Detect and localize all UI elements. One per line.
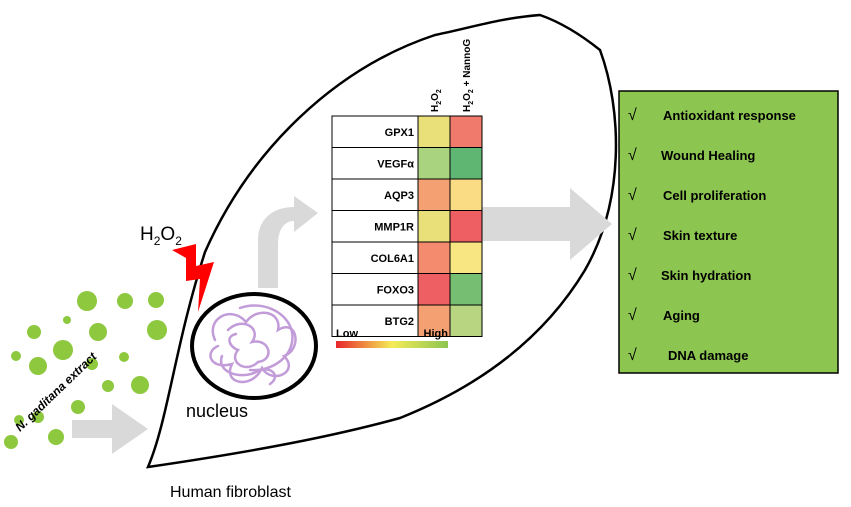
droplet — [102, 380, 114, 392]
droplet — [77, 291, 97, 311]
h2o2-label: H2O2 — [140, 224, 182, 248]
droplet — [27, 325, 41, 339]
outcome-arrow — [462, 188, 612, 260]
droplet — [53, 340, 73, 360]
heatmap-cell — [449, 178, 483, 211]
droplet — [89, 323, 107, 341]
scale-high-label: High — [424, 328, 449, 340]
color-scale-bar — [336, 341, 448, 348]
heatmap-cell — [417, 147, 451, 180]
outcome-item: Cell proliferation — [663, 188, 766, 203]
heatmap-cell — [417, 178, 451, 211]
heatmap-row-label: AQP3 — [384, 190, 414, 202]
heatmap-row-label-cell — [331, 241, 419, 274]
scale-low-label: Low — [336, 328, 358, 340]
extract-droplets — [4, 291, 167, 449]
outcome-item: Wound Healing — [661, 148, 755, 163]
heatmap-row-label: GPX1 — [385, 127, 414, 139]
heatmap-row-label: BTG2 — [385, 316, 414, 328]
check-icon: √ — [628, 147, 637, 164]
check-icon: √ — [628, 227, 637, 244]
heatmap-cell — [449, 210, 483, 243]
heatmap-cell — [449, 304, 483, 337]
check-icon: √ — [628, 187, 637, 204]
droplet — [86, 358, 98, 370]
outcome-item: Aging — [663, 308, 700, 323]
droplet — [48, 429, 64, 445]
heatmap-row-label: COL6A1 — [371, 253, 414, 265]
heatmap-cell — [417, 115, 451, 148]
droplet — [63, 316, 71, 324]
outcome-item: Antioxidant response — [663, 108, 796, 123]
heatmap-row-label: FOXO3 — [377, 284, 414, 296]
heatmap-cell — [449, 241, 483, 274]
droplet — [147, 320, 167, 340]
outcome-item: DNA damage — [668, 348, 748, 363]
heatmap-cell — [417, 210, 451, 243]
heatmap-cell — [417, 304, 451, 337]
droplet — [131, 376, 149, 394]
nucleus-label: nucleus — [186, 401, 248, 421]
droplet — [11, 351, 21, 361]
dna-coil — [209, 304, 297, 386]
droplet — [14, 415, 24, 425]
check-icon: √ — [628, 347, 637, 364]
heatmap-column-header: H2O2 + NannoG — [462, 39, 475, 112]
entry-arrow — [72, 404, 148, 454]
droplet — [117, 293, 133, 309]
nucleus — [190, 292, 318, 400]
fibroblast-outline — [145, 13, 618, 469]
check-icon: √ — [628, 307, 637, 324]
droplet — [4, 435, 18, 449]
heatmap-cell — [449, 147, 483, 180]
heatmap-row-label-cell — [331, 178, 419, 211]
pathway-arrow — [258, 196, 318, 288]
lightning-bolt-icon — [172, 244, 214, 312]
heatmap-row-label-cell — [331, 115, 419, 148]
outcome-item: Skin hydration — [661, 268, 751, 283]
outcomes-list: √ Antioxidant response √ Wound Healing √ Cell… — [628, 107, 796, 364]
check-icon: √ — [628, 267, 637, 284]
droplet — [119, 352, 129, 362]
heatmap-column-header: H2O2 — [430, 89, 443, 112]
droplet — [71, 400, 85, 414]
heatmap-cell — [449, 115, 483, 148]
heatmap-row-label: MMP1R — [374, 221, 414, 233]
cell-label: Human fibroblast — [170, 484, 292, 501]
heatmap-cell — [417, 241, 451, 274]
outcomes-box — [618, 90, 839, 374]
heatmap-cell — [449, 273, 483, 306]
droplet — [29, 357, 47, 375]
droplet — [32, 411, 44, 423]
droplet — [148, 292, 164, 308]
check-icon: √ — [628, 107, 637, 124]
outcome-item: Skin texture — [663, 228, 737, 243]
heatmap-row-label-cell — [331, 304, 419, 337]
heatmap-cell — [417, 273, 451, 306]
heatmap-row-label: VEGFα — [377, 158, 414, 170]
